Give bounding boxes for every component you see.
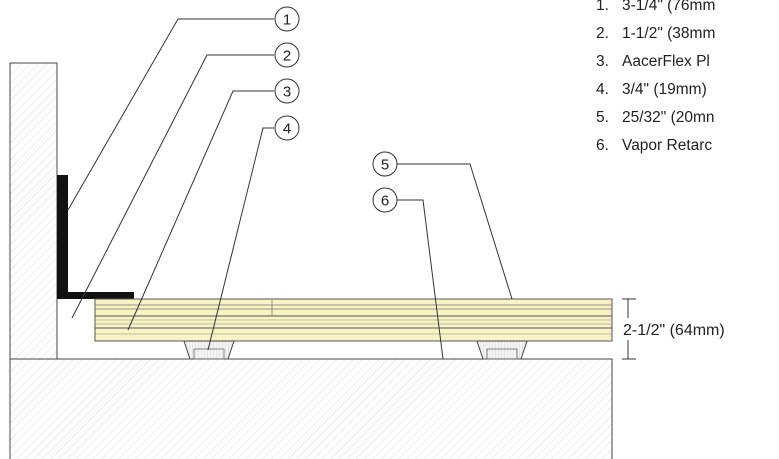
legend-text: AacerFlex Pl (622, 53, 710, 70)
legend-text: 25/32" (20mn (622, 109, 715, 126)
legend-item: 2. 1-1/2" (38mm (596, 20, 779, 48)
legend-number: 4. (596, 81, 609, 98)
legend-text: Vapor Retarc (622, 137, 713, 154)
component-legend: 1. 3-1/4" (76mm 2. 1-1/2" (38mm 3. AacerFle… (596, 0, 779, 160)
legend-text: 3-1/4" (76mm (622, 0, 716, 14)
legend-text: 3/4" (19mm) (622, 81, 707, 98)
wall (9, 62, 58, 360)
thickness-dimension (622, 298, 636, 360)
legend-number: 1. (596, 0, 609, 14)
callout-1: 1 (274, 6, 300, 32)
legend-item: 5. 25/32" (20mn (596, 104, 779, 132)
callout-label: 5 (381, 157, 389, 174)
rubber-pad (476, 340, 528, 360)
rubber-pad (183, 340, 235, 360)
steel-angle (57, 175, 134, 299)
callout-label: 2 (283, 48, 291, 65)
legend-text: 1-1/2" (38mm (622, 25, 716, 42)
callout-label: 3 (283, 84, 291, 101)
legend-item: 3. AacerFlex Pl (596, 48, 779, 76)
leader-lines (67, 18, 513, 360)
legend-item: 1. 3-1/4" (76mm (596, 0, 779, 20)
concrete-slab (9, 358, 613, 459)
legend-item: 4. 3/4" (19mm) (596, 76, 779, 104)
wood-flooring (94, 298, 613, 342)
callout-label: 4 (283, 121, 291, 138)
callout-5: 5 (372, 151, 398, 177)
legend-number: 3. (596, 53, 609, 70)
callout-label: 6 (381, 193, 389, 210)
dimension-label: 2-1/2" (64mm) (623, 322, 725, 339)
callout-3: 3 (274, 78, 300, 104)
legend-item: 6. Vapor Retarc (596, 132, 779, 160)
legend-number: 6. (596, 137, 609, 154)
callout-4: 4 (274, 115, 300, 141)
callout-2: 2 (274, 42, 300, 68)
legend-number: 5. (596, 109, 609, 126)
callout-6: 6 (372, 187, 398, 213)
callout-label: 1 (283, 12, 291, 29)
legend-number: 2. (596, 25, 609, 42)
